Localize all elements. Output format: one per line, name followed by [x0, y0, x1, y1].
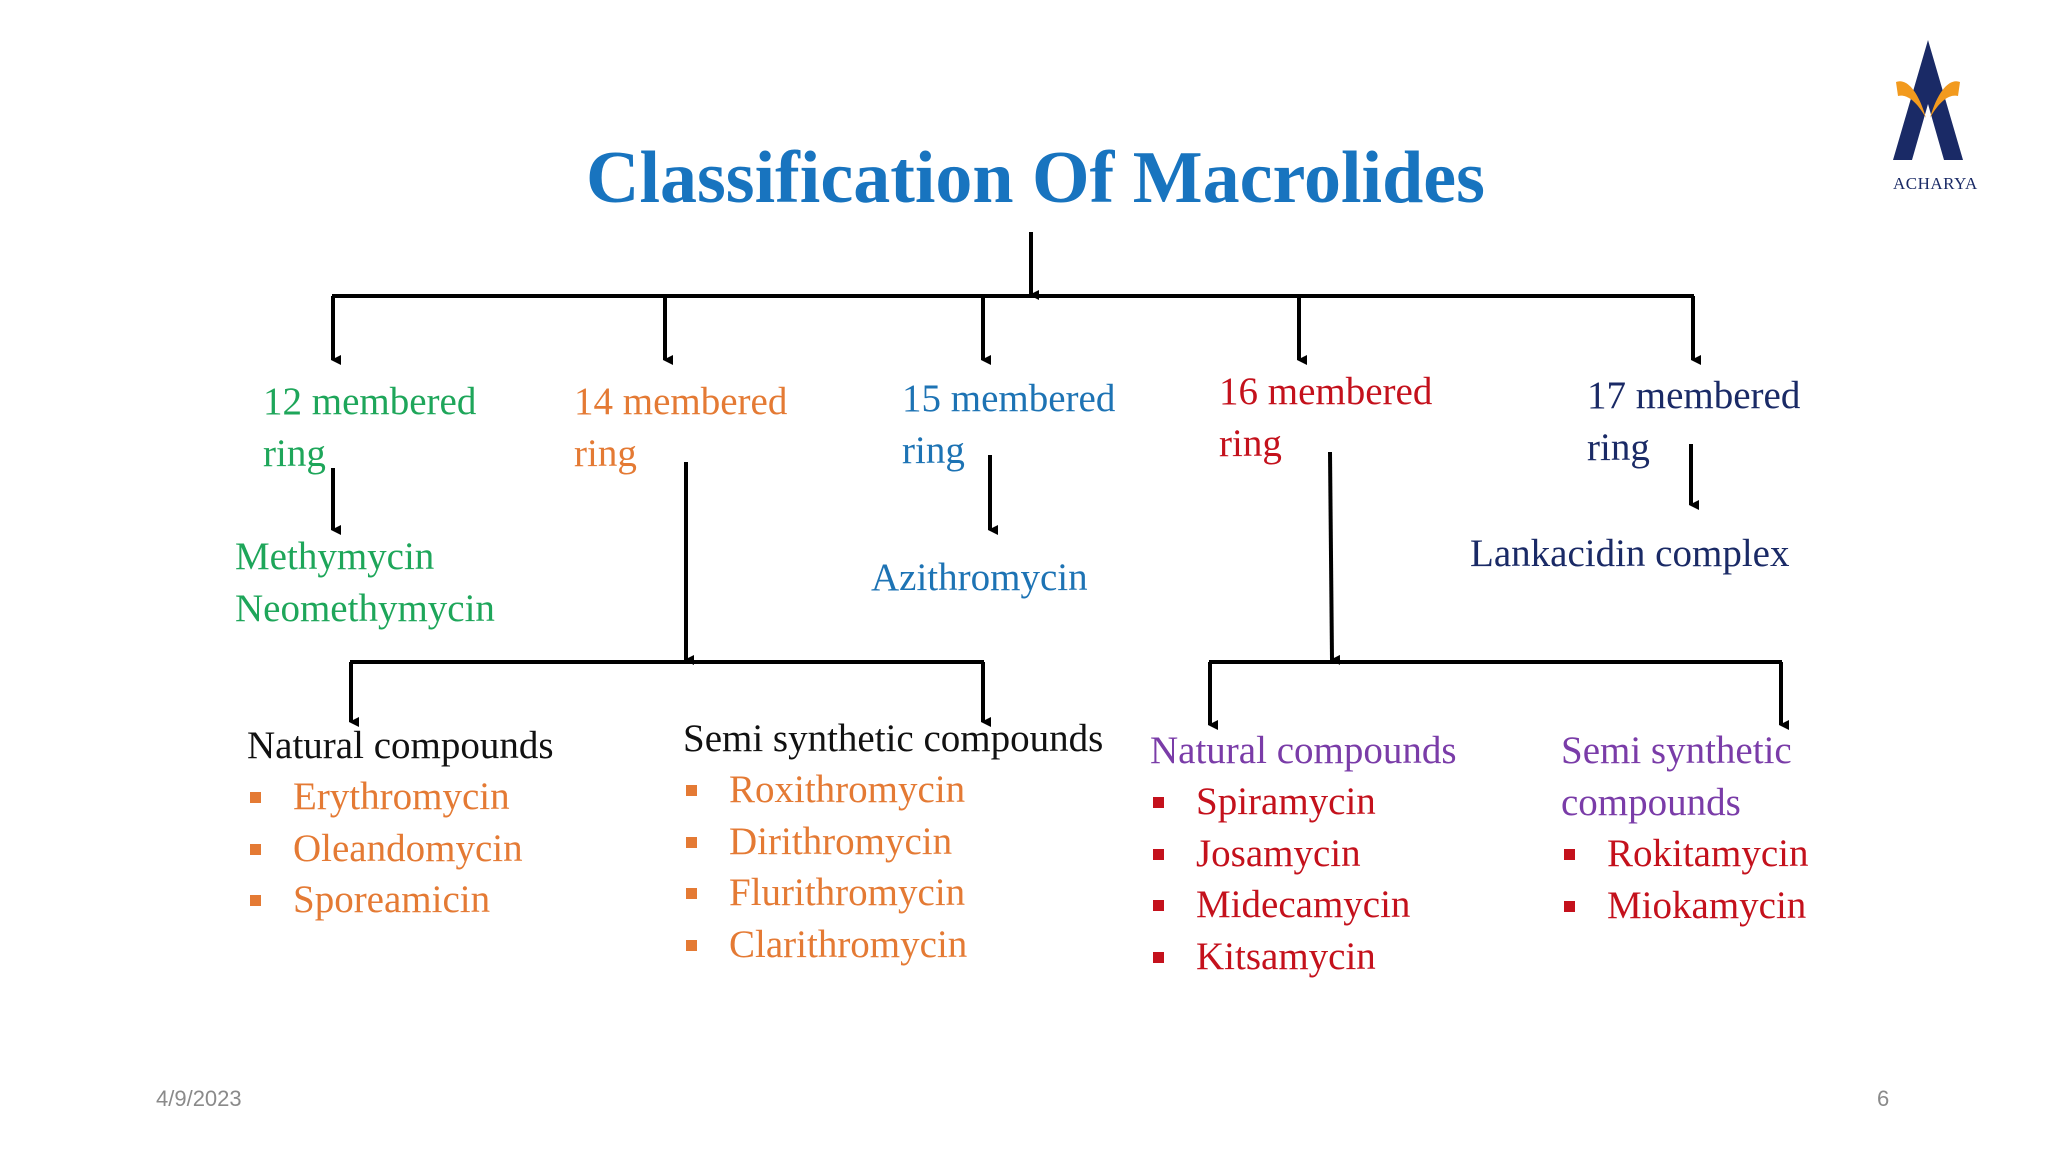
ring-17-label: 17 membered ring: [1587, 374, 1801, 469]
ring-15-label: 15 membered ring: [902, 377, 1116, 472]
list-item: Spiramycin: [1150, 776, 1410, 828]
footer-date: 4/9/2023: [156, 1086, 242, 1111]
list-item: Sporeamicin: [247, 874, 523, 926]
ring16-stem: [1328, 451, 1341, 665]
bullet-square-icon: [686, 939, 697, 951]
bullet-square-icon: [1564, 849, 1575, 860]
ring-12-label: 12 membered ring: [263, 380, 477, 475]
page-title: Classification Of Macrolides: [586, 137, 1485, 219]
bullet-square-icon: [250, 895, 261, 906]
list-item: Kitsamycin: [1150, 931, 1410, 983]
ring-16-label: 16 membered ring: [1219, 370, 1433, 465]
ring-14-semi-heading: Semi synthetic compounds: [683, 717, 1104, 760]
list-item: Erythromycin: [247, 771, 523, 823]
list-item: Flurithromycin: [683, 867, 967, 919]
bullet-square-icon: [1153, 797, 1164, 808]
drug-neomethymycin: Neomethymycin: [235, 587, 495, 630]
bullet-square-icon: [250, 843, 261, 855]
bullet-square-icon: [686, 836, 697, 848]
list-item: Rokitamycin: [1561, 828, 1808, 880]
ring-16-semi-list: Rokitamycin Miokamycin: [1561, 828, 1808, 931]
acharya-logo: ACHARYA: [1890, 38, 1977, 200]
drug-methymycin: Methymycin: [235, 535, 435, 578]
list-item: Oleandomycin: [247, 823, 523, 875]
ring-14-natural-list: Erythromycin Oleandomycin Sporeamicin: [247, 771, 523, 926]
ring-12-drugs: Methymycin Neomethymycin: [235, 531, 495, 635]
bullet-square-icon: [686, 888, 697, 899]
ring-17-drug: Lankacidin complex: [1470, 532, 1790, 575]
list-item: Roxithromycin: [683, 764, 967, 816]
list-item: Clarithromycin: [683, 919, 967, 971]
ring-16-natural-heading: Natural compounds: [1150, 729, 1457, 772]
list-item: Josamycin: [1150, 828, 1410, 880]
ring-14-label: 14 membered ring: [574, 380, 788, 475]
bullet-square-icon: [1153, 900, 1164, 911]
ring-16-natural-list: Spiramycin Josamycin Midecamycin Kitsamy…: [1150, 776, 1410, 982]
bullet-square-icon: [686, 785, 697, 796]
bullet-square-icon: [1153, 951, 1164, 963]
ring-14-natural-heading: Natural compounds: [247, 724, 554, 767]
logo-text: ACHARYA: [1893, 174, 1978, 193]
ring-14-semi-list: Roxithromycin Dirithromycin Flurithromyc…: [683, 764, 967, 970]
acharya-logo-icon: [1893, 40, 1963, 160]
list-item: Midecamycin: [1150, 879, 1410, 931]
list-item: Miokamycin: [1561, 880, 1808, 932]
bullet-square-icon: [250, 792, 261, 803]
list-item: Dirithromycin: [683, 816, 967, 868]
ring-16-semi-heading: Semi synthetic compounds: [1561, 729, 1792, 824]
ring-15-drug: Azithromycin: [871, 556, 1088, 599]
bullet-square-icon: [1564, 900, 1575, 912]
bullet-square-icon: [1153, 848, 1164, 860]
page-number: 6: [1877, 1086, 1890, 1111]
